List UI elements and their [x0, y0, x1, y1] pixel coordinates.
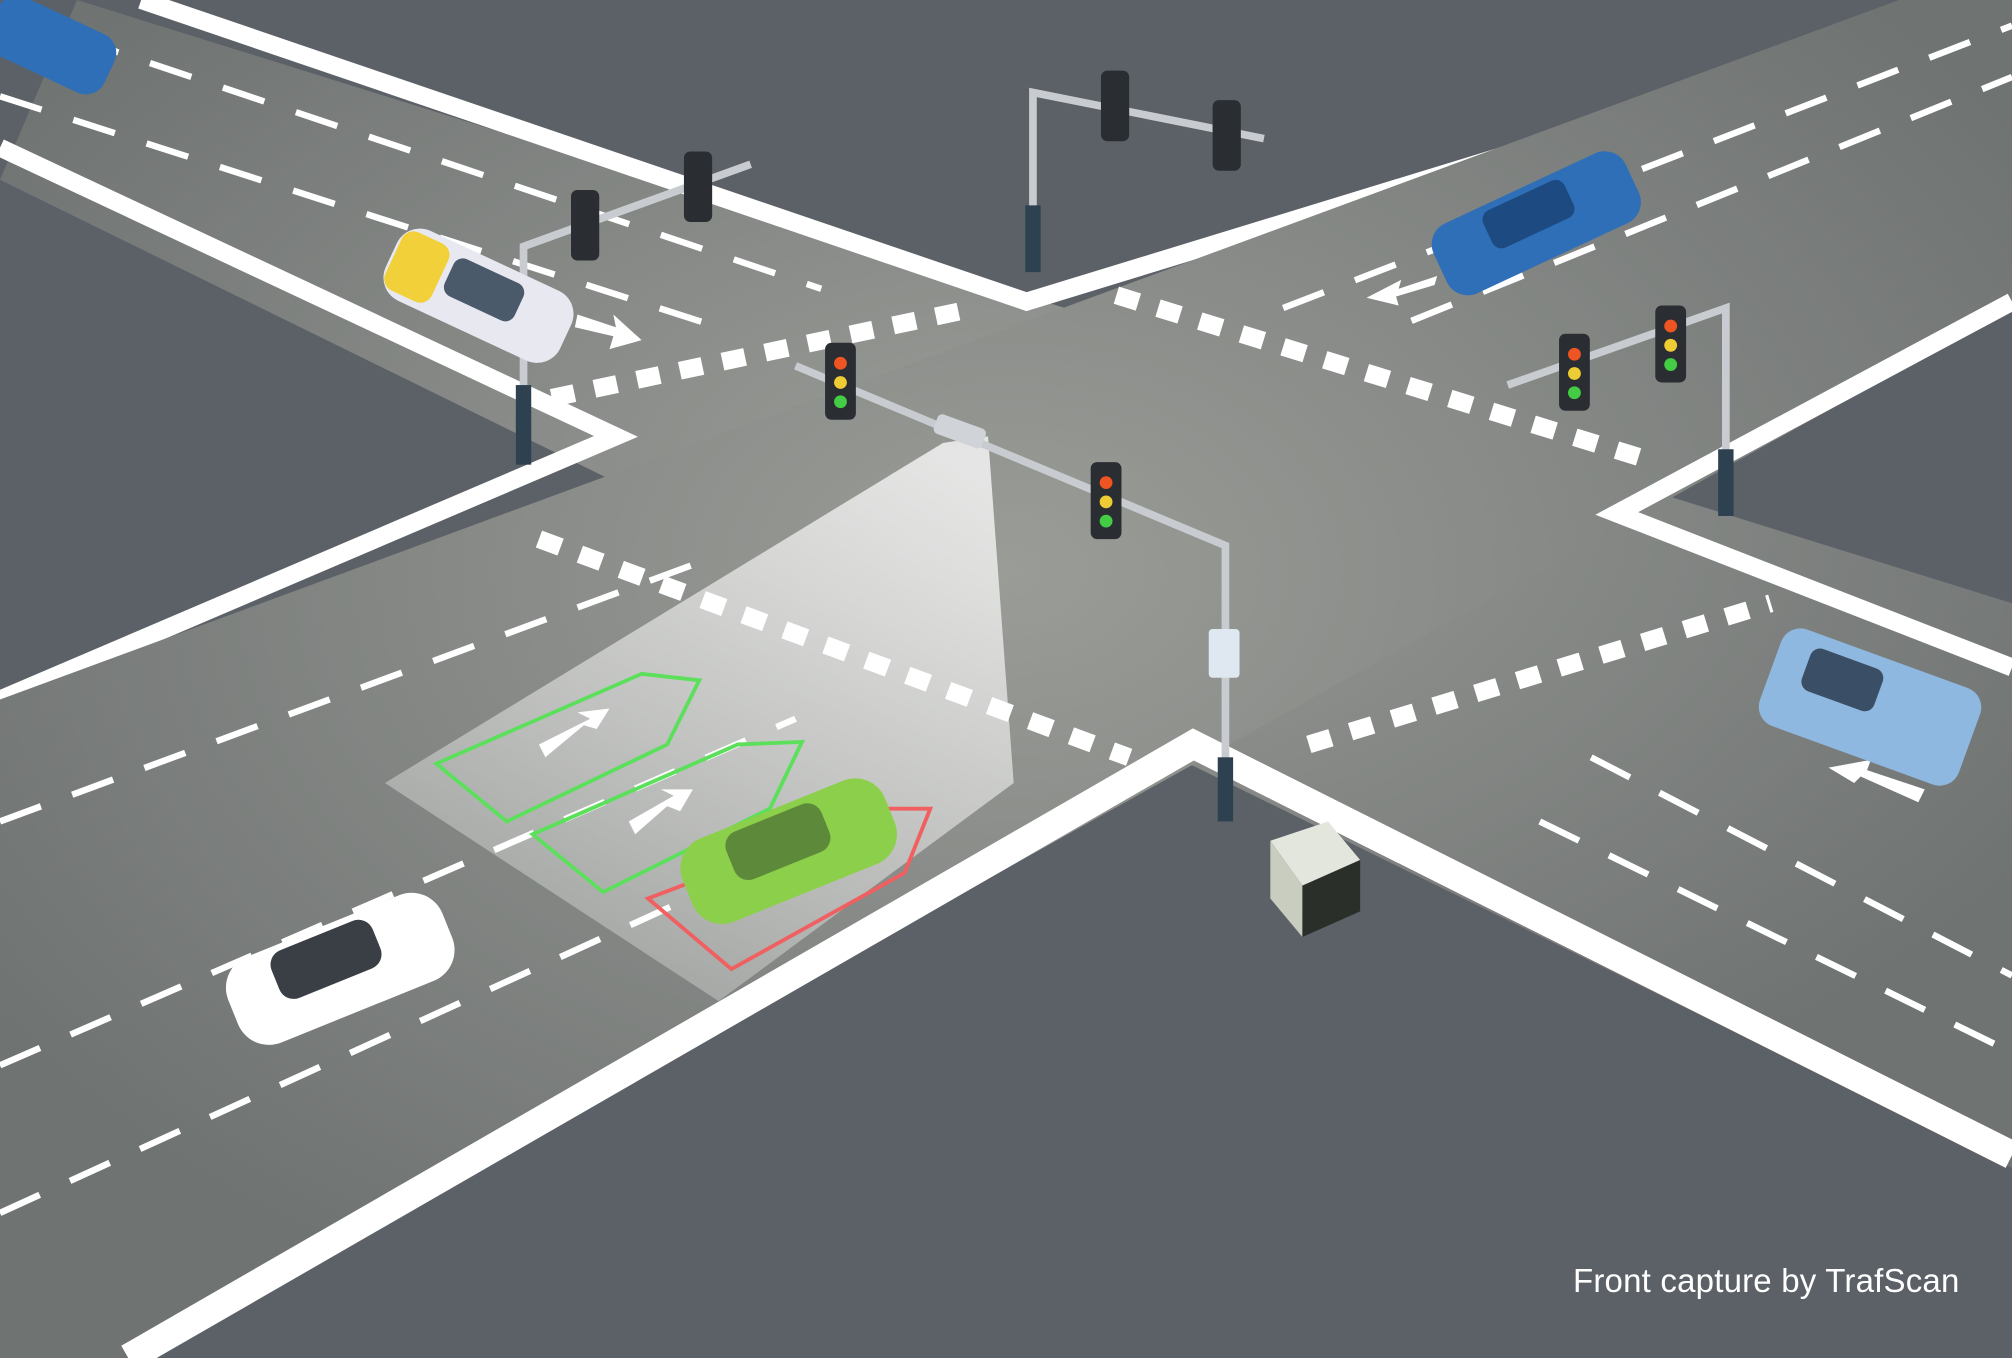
car-icon	[0, 0, 1982, 1045]
caption: Front capture by TrafScan	[1573, 1262, 1960, 1299]
camera-icon	[933, 414, 986, 449]
detection-zone-lane-1	[432, 671, 703, 824]
detection-zone-lane-2	[528, 739, 806, 895]
traffic-light-icon	[571, 70, 1687, 540]
control-cabinet-icon	[1270, 821, 1361, 937]
detector-box	[1208, 628, 1240, 678]
arrow-icon	[538, 275, 1925, 835]
